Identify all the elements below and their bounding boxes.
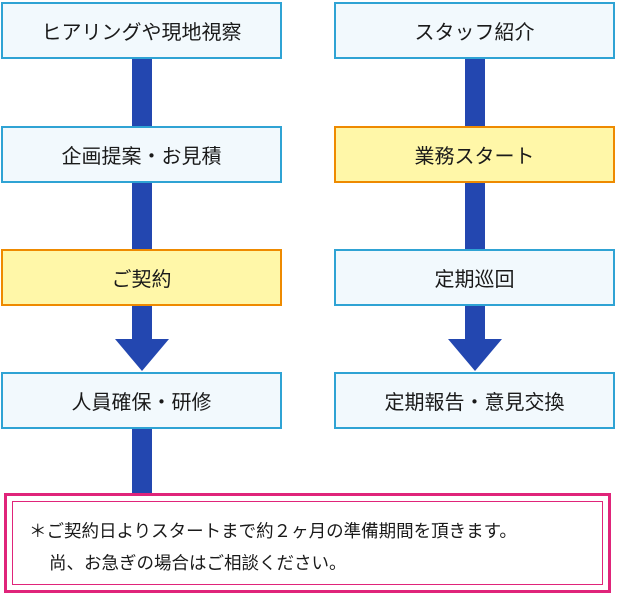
step-regular-patrol: 定期巡回 xyxy=(334,249,615,306)
step-proposal-estimate: 企画提案・お見積 xyxy=(1,126,282,183)
step-service-start: 業務スタート xyxy=(334,126,615,183)
left-connector-3 xyxy=(132,306,152,340)
step-contract: ご契約 xyxy=(1,249,282,306)
step-regular-report: 定期報告・意見交換 xyxy=(334,372,615,429)
right-arrow-head xyxy=(448,339,502,371)
step-staff-introduction: スタッフ紹介 xyxy=(334,2,615,59)
notice-line-urgent-consult: 尚、お急ぎの場合はご相談ください。 xyxy=(49,554,347,574)
left-connector-to-notice xyxy=(132,429,152,495)
step-hearing-site-visit: ヒアリングや現地視察 xyxy=(1,2,282,59)
left-arrow-head xyxy=(115,339,169,371)
left-connector-1 xyxy=(132,58,152,126)
right-connector-1 xyxy=(465,58,485,126)
step-staffing-training: 人員確保・研修 xyxy=(1,372,282,429)
left-connector-2 xyxy=(132,182,152,250)
right-connector-3 xyxy=(465,306,485,340)
notice-box: ＊ご契約日よりスタートまで約２ヶ月の準備期間を頂きます。 尚、お急ぎの場合はご相… xyxy=(4,493,611,593)
right-connector-2 xyxy=(465,182,485,250)
notice-line-preparation-period: ＊ご契約日よりスタートまで約２ヶ月の準備期間を頂きます。 xyxy=(29,522,517,542)
notice-inner-frame: ＊ご契約日よりスタートまで約２ヶ月の準備期間を頂きます。 尚、お急ぎの場合はご相… xyxy=(12,501,603,585)
